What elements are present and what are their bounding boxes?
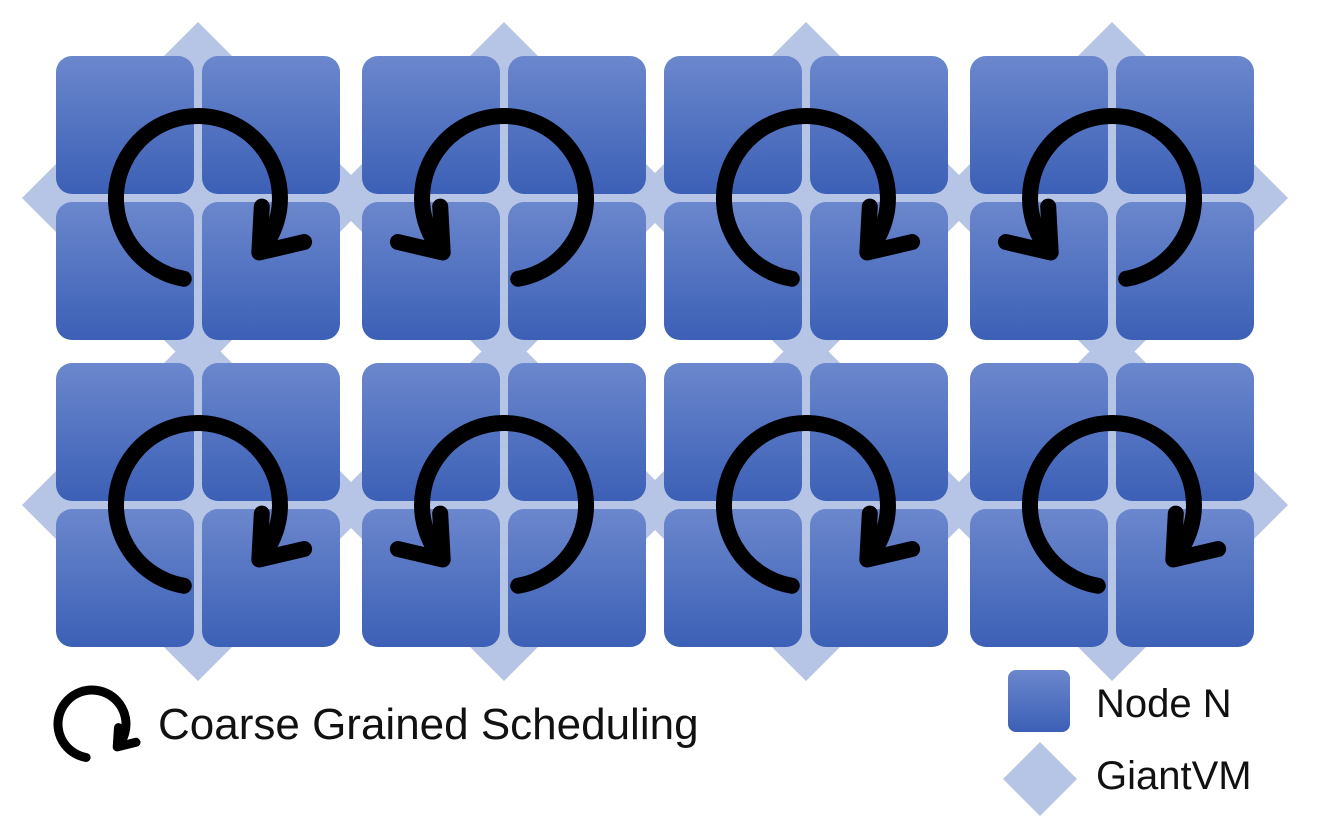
node <box>664 509 802 647</box>
node <box>202 363 340 501</box>
node <box>1116 56 1254 194</box>
clockwise-arrow-icon <box>107 108 313 287</box>
node <box>664 202 802 340</box>
scheduling-arrows <box>107 108 1227 594</box>
counterclockwise-arrow-icon <box>389 108 595 287</box>
legend-clockwise-arrow-icon <box>53 685 141 762</box>
node <box>1116 202 1254 340</box>
legend-scheduling-label: Coarse Grained Scheduling <box>158 700 699 749</box>
node-grid <box>56 56 1254 647</box>
node <box>810 363 948 501</box>
node <box>362 56 500 194</box>
node <box>508 509 646 647</box>
node <box>508 363 646 501</box>
clockwise-arrow-icon <box>1021 415 1227 594</box>
node <box>970 363 1108 501</box>
legend-node-icon <box>1008 670 1070 732</box>
node <box>1116 363 1254 501</box>
node <box>202 56 340 194</box>
node <box>664 363 802 501</box>
node <box>56 202 194 340</box>
clockwise-arrow-icon <box>53 685 141 762</box>
node <box>56 509 194 647</box>
node <box>362 363 500 501</box>
node <box>970 509 1108 647</box>
node <box>56 363 194 501</box>
clockwise-arrow-icon <box>107 415 313 594</box>
legend-giantvm-icon <box>1003 742 1077 816</box>
counterclockwise-arrow-icon <box>997 108 1203 287</box>
node <box>970 56 1108 194</box>
node <box>56 56 194 194</box>
node <box>664 56 802 194</box>
clockwise-arrow-icon <box>715 415 921 594</box>
counterclockwise-arrow-icon <box>389 415 595 594</box>
legend-node-label: Node N <box>1096 682 1232 726</box>
legend-giantvm-label: GiantVM <box>1096 754 1252 798</box>
clockwise-arrow-icon <box>715 108 921 287</box>
node <box>508 202 646 340</box>
legend <box>53 670 1077 816</box>
node <box>810 56 948 194</box>
node <box>508 56 646 194</box>
